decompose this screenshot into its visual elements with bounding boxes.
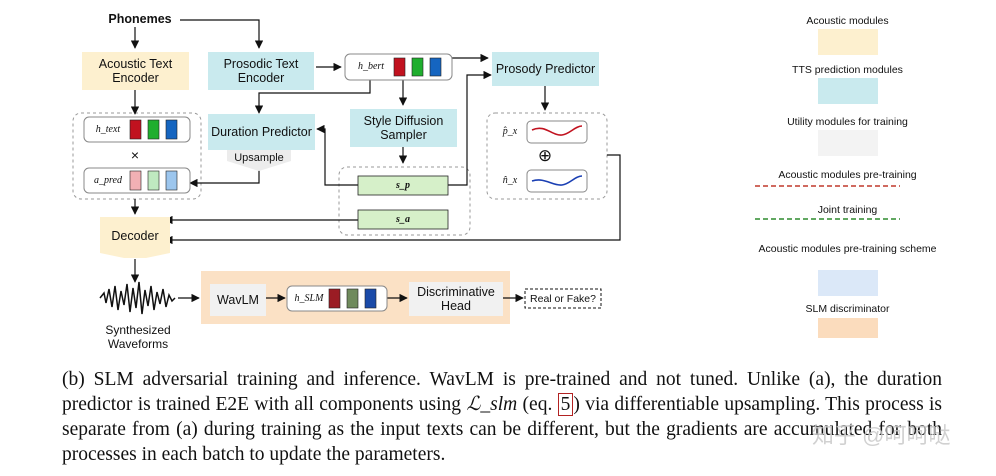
h-text-label: h_text: [95, 124, 121, 135]
legend-swatch-tts-prediction: [818, 78, 878, 104]
real-or-fake-label: Real or Fake?: [530, 292, 596, 305]
legend-swatch-slm-discriminator: [818, 318, 878, 338]
legend-swatch-pretraining-scheme: [818, 270, 878, 296]
phonemes-label: Phonemes: [108, 12, 172, 26]
s-p-label: s_p: [396, 179, 410, 191]
s-a-label: s_a: [396, 213, 410, 225]
legend-label-tts-prediction: TTS prediction modules: [792, 64, 903, 76]
equation-reference-link[interactable]: 5: [557, 393, 574, 416]
real-or-fake-box: [524, 288, 602, 309]
legend-label-acoustic-modules: Acoustic modules: [806, 15, 889, 27]
legend-swatch-acoustic-modules: [818, 29, 878, 55]
prosody-output-group: [486, 112, 608, 200]
decoder-label: Decoder: [111, 229, 159, 243]
prosody-predictor: Prosody Predictor: [492, 52, 599, 86]
caption-eq-prefix: (eq.: [517, 394, 558, 415]
n-hat-label: n̂_x: [502, 175, 518, 186]
legend-label-acoustic-pretraining: Acoustic modules pre-training: [778, 169, 917, 181]
style-diffusion-sampler: Style Diffusion Sampler: [350, 109, 457, 147]
caption-text-1: (b) SLM adversarial training and inferen…: [62, 369, 942, 415]
legend-label-pretraining-scheme: Acoustic modules pre-training scheme: [758, 243, 937, 255]
wavlm-module: WavLM: [210, 284, 266, 316]
s-p-box: [357, 175, 449, 196]
h-bert-label: h_bert: [357, 61, 385, 72]
caption-loss-symbol: ℒ_slm: [466, 394, 518, 415]
upsample-label: Upsample: [234, 152, 284, 164]
p-hat-label: p̂_x: [502, 126, 518, 137]
energy-curve-box: [526, 169, 588, 193]
times-symbol: ×: [130, 147, 140, 163]
s-a-box: [357, 209, 449, 230]
decoder-shape: [100, 217, 170, 258]
legend-label-joint-training: Joint training: [817, 204, 878, 216]
h-slm-label: h_SLM: [294, 293, 324, 304]
a-pred-label: a_pred: [94, 175, 122, 186]
oplus-symbol: ⊕: [537, 146, 553, 165]
duration-predictor: Duration Predictor: [208, 114, 315, 150]
pitch-curve-box: [526, 120, 588, 144]
prosodic-text-encoder: Prosodic Text Encoder: [208, 52, 314, 90]
legend-label-utility-modules: Utility modules for training: [787, 116, 908, 128]
caption-text-2: ) via differentiable upsampling. This pr…: [62, 394, 942, 465]
acoustic-text-encoder: Acoustic Text Encoder: [82, 52, 189, 90]
synthesized-waveforms-label: Synthesized Waveforms: [105, 323, 171, 351]
upsample-shape: [227, 149, 291, 171]
figure-caption: (b) SLM adversarial training and inferen…: [62, 367, 942, 467]
legend-swatch-utility-modules: [818, 130, 878, 156]
discriminative-head: Discriminative Head: [409, 282, 503, 316]
watermark: 知乎 @呵呵哒: [812, 423, 951, 448]
legend-label-slm-discriminator: SLM discriminator: [805, 303, 890, 315]
waveform-icon: [99, 281, 176, 315]
